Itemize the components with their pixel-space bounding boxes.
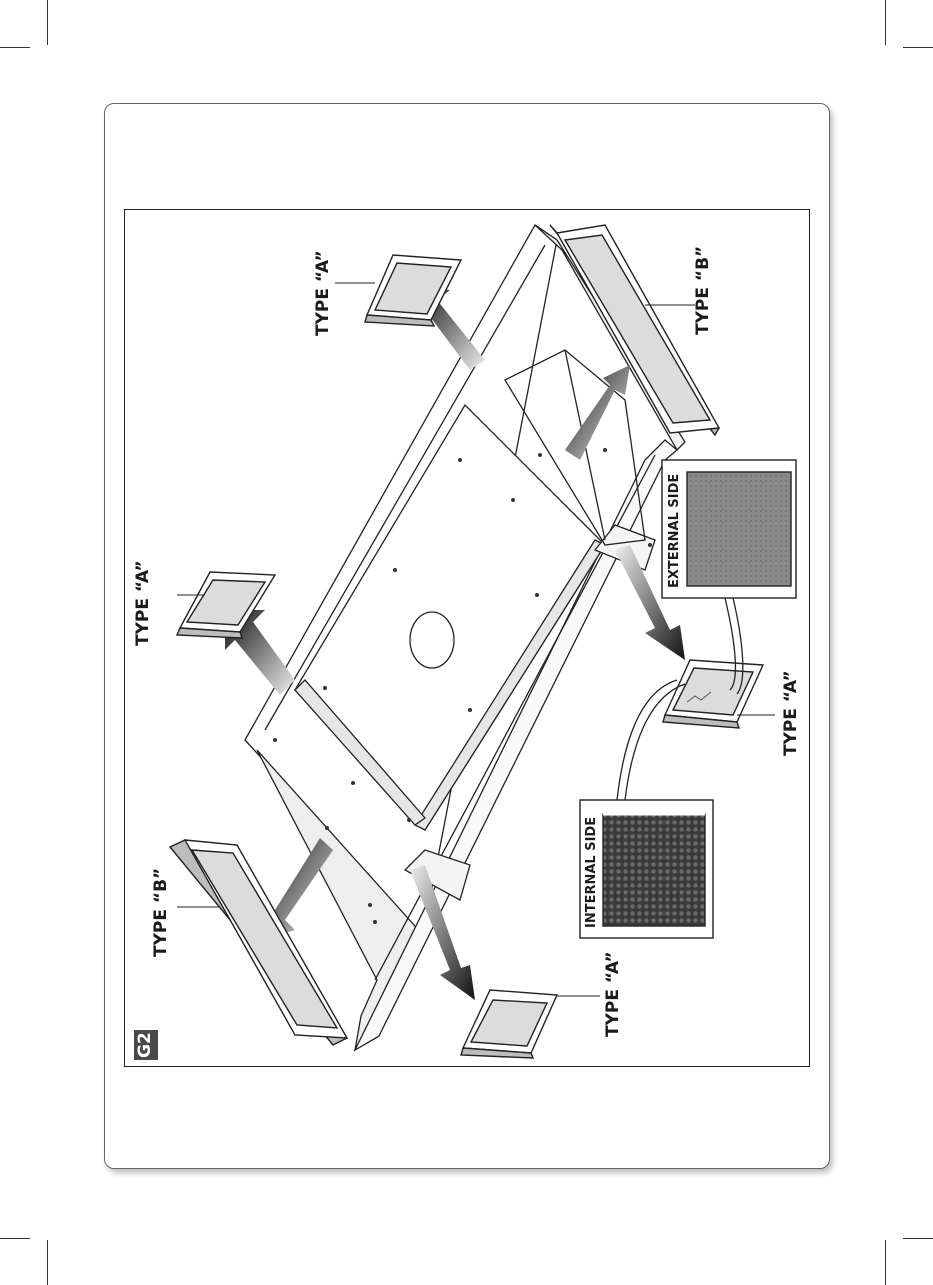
connector-external-2 [732, 597, 744, 695]
figure-frame: TYPE “A” TYPE “A” TYPE “B” TYPE “B” TYPE… [124, 209, 810, 1067]
inset-external-side [661, 459, 797, 599]
crop-mark [903, 47, 933, 48]
label-type-a-bottom-right: TYPE “A” [781, 670, 801, 756]
crop-mark [47, 1240, 48, 1285]
hood-filter-diagram [168, 224, 797, 1059]
arrow-to-bottom-right-a [615, 545, 685, 660]
label-type-b-left: TYPE “B” [151, 867, 171, 957]
label-type-a-top-left: TYPE “A” [133, 560, 153, 646]
motor-opening [409, 611, 455, 669]
crop-mark [47, 0, 48, 45]
connector-internal-2 [624, 683, 686, 801]
filter-type-b-right [549, 224, 721, 437]
label-type-a-bottom: TYPE “A” [603, 951, 623, 1037]
filter-type-a-bottom-right [662, 659, 765, 729]
hood-body [244, 224, 686, 1052]
filter-type-a-bottom [460, 989, 559, 1059]
connector-internal [616, 679, 678, 801]
filter-type-a-top-left [175, 571, 277, 639]
crop-mark [903, 1238, 933, 1239]
crop-mark [885, 1240, 886, 1285]
crop-mark [885, 0, 886, 45]
label-type-b-right: TYPE “B” [693, 245, 713, 335]
arrow-to-bottom-b [263, 838, 333, 940]
crop-mark [0, 1238, 30, 1239]
figure-badge: G2 [134, 1030, 158, 1060]
figure-badge-text: G2 [135, 1032, 155, 1058]
connector-external [724, 597, 737, 691]
inset-internal-side [579, 799, 714, 939]
crop-mark [0, 47, 30, 48]
filter-type-a-top-right [364, 254, 463, 327]
arrow-to-right-b [565, 365, 630, 460]
label-internal-side: INTERNAL SIDE [584, 816, 599, 928]
filter-type-b-left [168, 839, 349, 1046]
label-external-side: EXTERNAL SIDE [667, 473, 682, 588]
arrow-to-top-left-a [225, 610, 295, 695]
leader-lines [177, 282, 775, 997]
label-type-a-top-right: TYPE “A” [313, 250, 333, 336]
arrow-to-bottom-a [410, 865, 475, 1000]
